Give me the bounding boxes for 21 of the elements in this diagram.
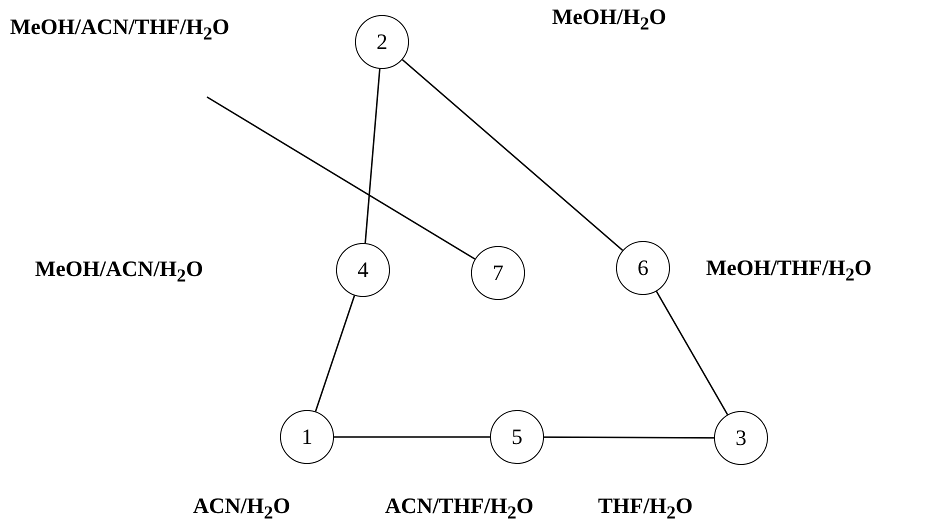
- solvent-mixture-label: MeOH/ACN/THF/H$_{2}$O: [10, 14, 230, 46]
- solvent-mixture-label: ACN/H$_{2}$O: [193, 493, 290, 522]
- solvent-mixture-label: MeOH/THF/H$_{2}$O: [706, 255, 872, 286]
- numbered-circle: 2: [355, 15, 409, 69]
- numbered-circle: 4: [336, 243, 390, 297]
- numbered-circle: 7: [471, 246, 525, 300]
- numbered-circle: 3: [714, 411, 768, 465]
- solvent-mixture-label: THF/H$_{2}$O: [598, 493, 693, 522]
- numbered-circle: 1: [280, 410, 334, 464]
- connector-line: [314, 295, 356, 412]
- leader-line: [206, 96, 476, 260]
- connector-line: [334, 436, 490, 438]
- numbered-circle: 6: [616, 241, 670, 295]
- solvent-mixture-label: MeOH/ACN/H$_{2}$O: [35, 256, 204, 288]
- connector-line: [402, 59, 624, 251]
- solvent-mixture-label: MeOH/H$_{2}$O: [552, 4, 666, 36]
- numbered-circle: 5: [490, 410, 544, 464]
- solvent-mixture-label: ACN/THF/H$_{2}$O: [385, 493, 534, 522]
- connector-line: [544, 436, 714, 439]
- connector-line: [364, 68, 380, 244]
- connector-line: [656, 291, 728, 415]
